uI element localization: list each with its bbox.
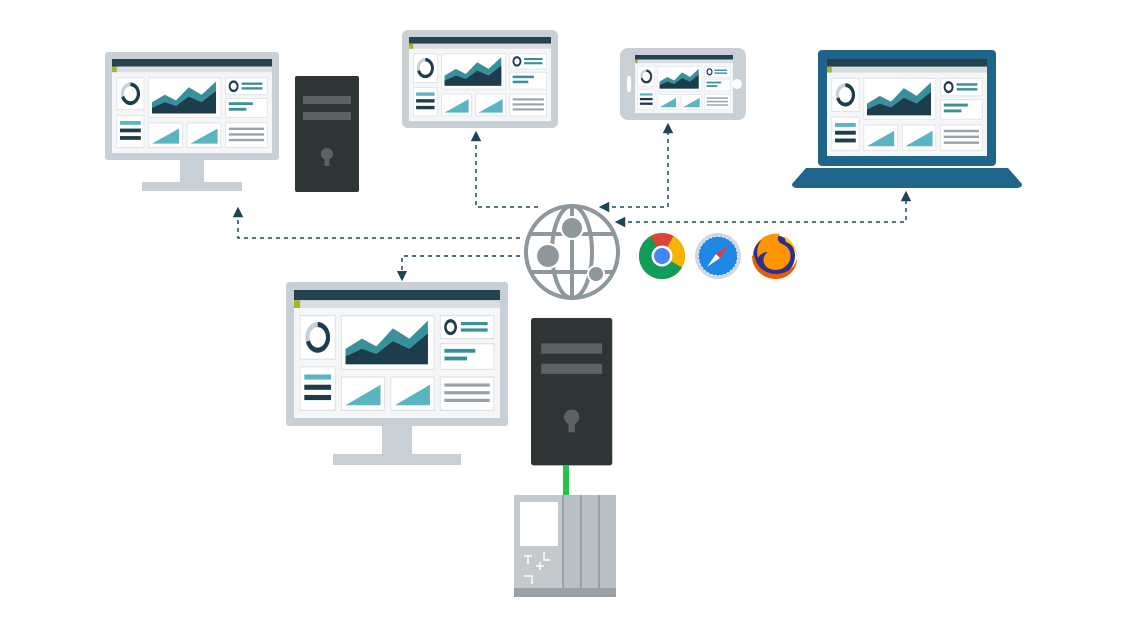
safari-icon [695, 233, 741, 279]
firefox-icon [752, 233, 797, 279]
smartphone-icon [620, 48, 746, 120]
connection-lines [232, 122, 912, 282]
server-monitor-icon [286, 282, 508, 465]
connection-phone [598, 122, 674, 213]
pc-tower-icon [295, 76, 359, 192]
plc-connection-cable [563, 465, 569, 495]
plc-controller-icon [514, 495, 616, 597]
connection-server [396, 255, 520, 282]
desktop-monitor-icon [105, 52, 279, 191]
server-tower-icon [531, 318, 613, 466]
tablet-icon [402, 30, 558, 128]
chrome-icon [638, 233, 686, 280]
globe-network-icon [524, 204, 620, 300]
connection-laptop [614, 190, 912, 228]
connection-tablet [470, 130, 538, 208]
connection-desktop [232, 206, 520, 239]
laptop-icon [792, 50, 1022, 188]
